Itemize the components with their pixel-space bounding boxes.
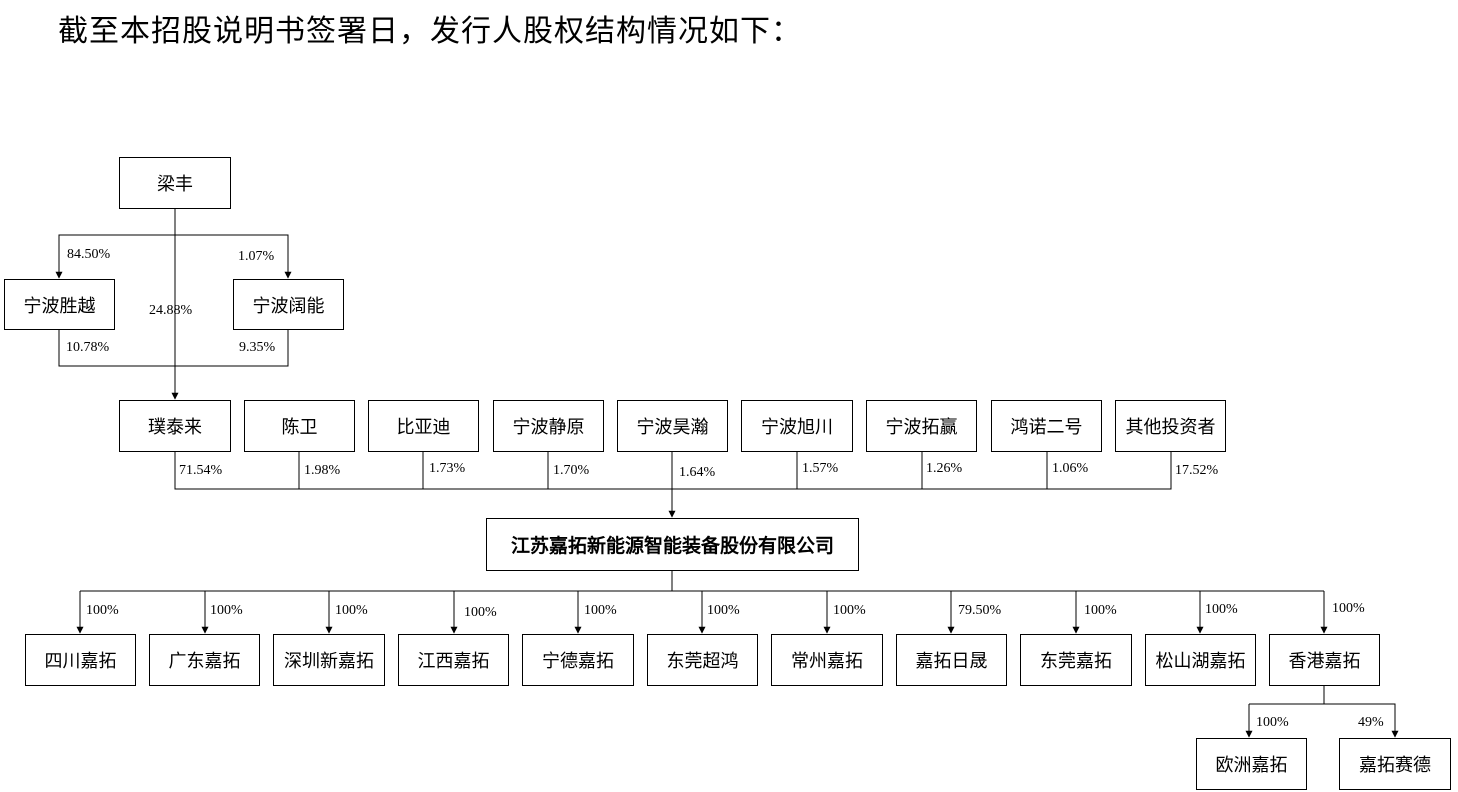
stake-label: 100% [210, 603, 243, 618]
node-chen-wei: 陈卫 [244, 400, 355, 452]
stake-label: 10.78% [66, 340, 110, 355]
stake-label: 100% [707, 603, 740, 618]
stake-label: 1.07% [238, 249, 275, 264]
node-ningbo-tuoying: 宁波拓赢 [866, 400, 977, 452]
stake-label: 9.35% [239, 340, 276, 355]
node-changzhou-jiatuo: 常州嘉拓 [771, 634, 883, 686]
line-liang-to-kuoneng [175, 234, 292, 279]
stake-label: 71.54% [179, 463, 223, 478]
node-hongkong-jiatuo: 香港嘉拓 [1269, 634, 1380, 686]
line-shengyue-kuoneng-to-putailai [58, 330, 289, 367]
node-other-investors: 其他投资者 [1115, 400, 1226, 452]
node-dongguan-chaohong: 东莞超鸿 [647, 634, 758, 686]
stake-label: 79.50% [958, 603, 1002, 618]
line-shareholders-bus [174, 452, 1172, 490]
node-company: 江苏嘉拓新能源智能装备股份有限公司 [486, 518, 859, 571]
node-byd: 比亚迪 [368, 400, 479, 452]
stake-label: 1.73% [429, 461, 466, 476]
node-putailai: 璞泰来 [119, 400, 231, 452]
node-guangdong-jiatuo: 广东嘉拓 [149, 634, 260, 686]
node-dongguan-jiatuo: 东莞嘉拓 [1020, 634, 1132, 686]
node-shenzhen-xinjiatuo: 深圳新嘉拓 [273, 634, 385, 686]
stake-label: 24.88% [149, 303, 193, 318]
node-jiatuo-saide: 嘉拓赛德 [1339, 738, 1451, 790]
stake-label: 100% [86, 603, 119, 618]
stake-label: 84.50% [67, 247, 111, 262]
line-to-saide [1249, 703, 1399, 738]
node-ningbo-jingyuan: 宁波静原 [493, 400, 604, 452]
stake-label: 100% [335, 603, 368, 618]
node-hongnuo-erhao: 鸿诺二号 [991, 400, 1102, 452]
stake-label: 1.64% [679, 465, 716, 480]
stake-label: 100% [1256, 715, 1289, 730]
node-jiangxi-jiatuo: 江西嘉拓 [398, 634, 509, 686]
node-ningde-jiatuo: 宁德嘉拓 [522, 634, 634, 686]
node-ningbo-kuoneng: 宁波阔能 [233, 279, 344, 330]
stake-label: 100% [833, 603, 866, 618]
node-europe-jiatuo: 欧洲嘉拓 [1196, 738, 1307, 790]
node-ningbo-shengyue: 宁波胜越 [4, 279, 115, 330]
line-liang-to-shengyue [55, 234, 175, 279]
node-liang-feng: 梁丰 [119, 157, 231, 209]
stake-label: 1.98% [304, 463, 341, 478]
node-sichuan-jiatuo: 四川嘉拓 [25, 634, 136, 686]
stake-label: 100% [1084, 603, 1117, 618]
stake-label: 1.26% [926, 461, 963, 476]
node-ningbo-xuchuan: 宁波旭川 [741, 400, 853, 452]
node-songshanhu-jiatuo: 松山湖嘉拓 [1145, 634, 1256, 686]
node-ningbo-haohan: 宁波昊瀚 [617, 400, 728, 452]
stake-label: 49% [1358, 715, 1384, 730]
stake-label: 100% [584, 603, 617, 618]
stake-label: 100% [1332, 601, 1365, 616]
stake-label: 100% [1205, 602, 1238, 617]
stake-label: 1.57% [802, 461, 839, 476]
node-jiatuo-risheng: 嘉拓日晟 [896, 634, 1007, 686]
stake-label: 100% [464, 605, 497, 620]
stake-label: 17.52% [1175, 463, 1219, 478]
stake-label: 1.70% [553, 463, 590, 478]
page-heading: 截至本招股说明书签署日，发行人股权结构情况如下： [58, 14, 802, 49]
stake-label: 1.06% [1052, 461, 1089, 476]
